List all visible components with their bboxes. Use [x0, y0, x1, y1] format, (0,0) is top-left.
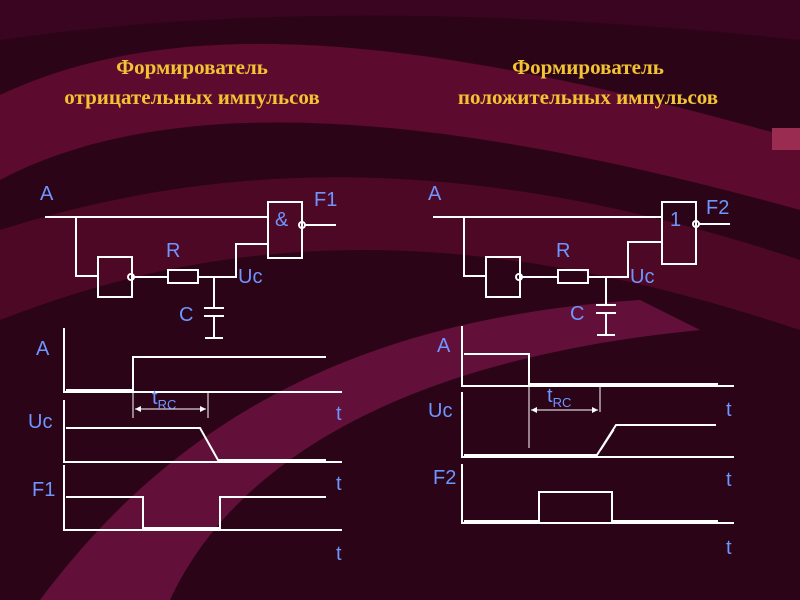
left-resistor-label: R: [166, 240, 180, 262]
right-wire-to-gate: [588, 241, 662, 278]
left-timing-a-t: t: [336, 403, 342, 425]
right-cap-ground: [597, 313, 615, 336]
left-timing-uc-label: Uc: [28, 411, 52, 433]
right-gate-symbol: 1: [670, 209, 681, 231]
right-timing-uc-label: Uc: [428, 400, 452, 422]
left-trc-label: tRC: [152, 387, 176, 412]
left-timing-f1-label: F1: [32, 479, 55, 501]
right-capacitor: [596, 304, 616, 314]
left-timing-uc-axes: [63, 400, 342, 463]
right-timing-uc-waveform: [464, 424, 716, 456]
right-output-label: F2: [706, 197, 729, 219]
right-timing-a-waveform: [464, 353, 718, 385]
left-timing-uc-waveform: [66, 427, 326, 461]
right-capacitor-label: C: [570, 303, 584, 325]
right-timing-uc-axes: [461, 392, 734, 458]
title-right-line2: положительных импульсов: [457, 85, 719, 109]
left-voltage-label: Uc: [238, 266, 262, 288]
left-inverter-gate: [97, 256, 133, 298]
left-input-label: A: [40, 183, 54, 205]
right-resistor: [557, 269, 589, 284]
right-timing-a-label: A: [437, 335, 451, 357]
left-timing-a-waveform: [66, 356, 326, 391]
title-left-line1: Формирователь: [116, 55, 268, 79]
left-branch-wire: [75, 217, 98, 277]
right-input-label: A: [428, 183, 442, 205]
left-trc-markers: [132, 392, 209, 418]
left-timing-a-axes: [63, 328, 342, 393]
right-timing-a-axes: [461, 326, 734, 387]
right-timing-a-t: t: [726, 399, 732, 421]
right-timing-f2-label: F2: [433, 467, 456, 489]
right-or-gate: [661, 201, 697, 265]
left-timing-f1-axes: [63, 465, 342, 531]
left-timing-f1-t: t: [336, 543, 342, 565]
left-timing-f1-waveform: [66, 496, 326, 529]
left-timing-uc-t: t: [336, 473, 342, 495]
left-uc-ramp-hatch: [199, 427, 215, 453]
title-right-line1: Формирователь: [512, 55, 664, 79]
right-timing-f2-waveform: [464, 491, 718, 522]
right-uc-ramp-hatch: [600, 429, 615, 451]
right-resistor-label: R: [556, 240, 570, 262]
right-timing-diagram: A tRC t Uc t F2 t: [428, 326, 734, 559]
right-timing-uc-t: t: [726, 469, 732, 491]
left-wire-to-gate: [198, 243, 268, 278]
left-resistor: [167, 269, 199, 284]
left-and-gate: [267, 201, 303, 259]
right-voltage-label: Uc: [630, 266, 654, 288]
left-timing-diagram: A tRC t Uc t F1 t: [28, 328, 342, 565]
left-capacitor: [204, 307, 224, 317]
right-circuit: A 1 F2 R C Uc: [428, 183, 730, 336]
right-trc-markers: [528, 386, 601, 448]
title-negative-pulse-shaper: Формирователь отрицательных импульсов: [12, 52, 372, 112]
right-branch-wire: [463, 217, 486, 277]
title-left-line2: отрицательных импульсов: [64, 85, 320, 109]
right-timing-f2-axes: [461, 464, 734, 524]
title-positive-pulse-shaper: Формирователь положительных импульсов: [408, 52, 768, 112]
right-timing-f2-t: t: [726, 537, 732, 559]
left-circuit: A & F1 R C Uc: [40, 183, 337, 339]
left-gate-symbol: &: [275, 209, 289, 231]
left-cap-ground: [205, 316, 223, 339]
left-capacitor-label: C: [179, 304, 193, 326]
left-output-label: F1: [314, 189, 337, 211]
left-timing-a-label: A: [36, 338, 50, 360]
right-inverter-gate: [485, 256, 521, 298]
right-trc-label: tRC: [547, 385, 571, 410]
